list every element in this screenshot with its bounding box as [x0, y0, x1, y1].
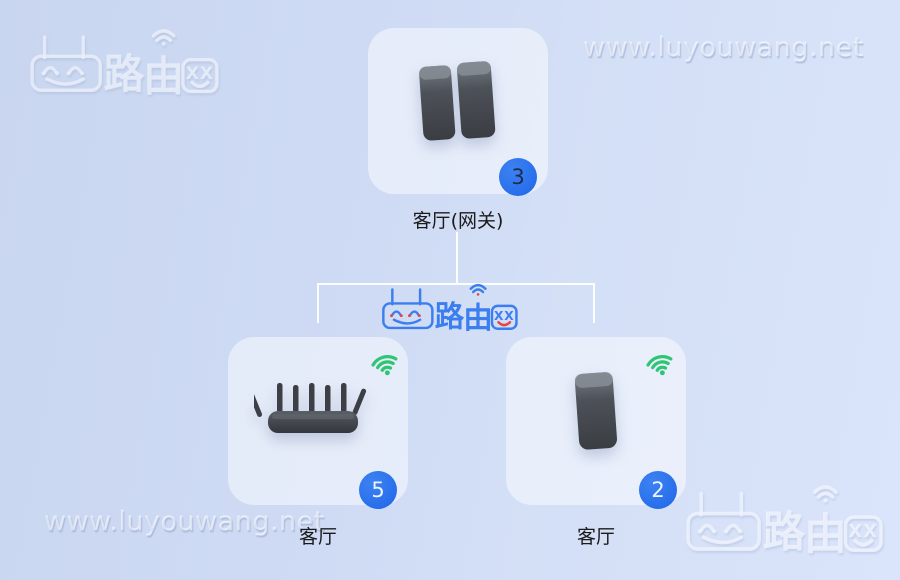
gateway-node-label: 客厅(网关)	[412, 210, 504, 232]
watermark-char-lu: 路	[763, 508, 806, 555]
left-node-device-image	[254, 383, 367, 433]
left-node-label: 客厅	[298, 526, 338, 548]
connector-gateway-down	[456, 232, 458, 283]
right-node-wifi-icon	[646, 355, 673, 376]
watermark-wang-eyes: XX	[848, 522, 878, 542]
right-node-client-count: 2	[651, 477, 665, 502]
logo-wang-eyes: XX	[494, 309, 515, 323]
gateway-client-count: 3	[511, 164, 525, 189]
watermark-char-lu: 路	[104, 50, 145, 96]
connector-branch-horizontal	[317, 283, 595, 285]
connector-drop-right	[593, 283, 595, 323]
gateway-client-count-badge: 3	[499, 158, 537, 196]
watermark-char-you: 由	[804, 510, 847, 555]
watermark-logo-bottom-right: 路 由 XX	[686, 485, 883, 555]
watermark-char-you: 由	[143, 52, 184, 96]
right-node-label: 客厅	[576, 526, 616, 548]
right-node-device-image	[574, 372, 617, 450]
watermark-url-bottom-left: www.luyouwang.net	[44, 506, 325, 537]
logo-char-lu: 路	[435, 299, 465, 332]
connector-drop-left	[317, 283, 319, 323]
right-node-client-count-badge: 2	[639, 471, 677, 509]
left-node-client-count: 5	[371, 477, 385, 502]
watermark-wang-eyes: XX	[186, 64, 214, 84]
logo-char-you: 由	[463, 301, 492, 332]
left-node-wifi-icon	[371, 355, 398, 376]
gateway-device-image	[419, 61, 496, 141]
watermark-url-top-right: www.luyouwang.net	[583, 32, 864, 63]
watermark-logo-top-left: 路 由 XX	[30, 29, 219, 96]
luyouwang-logo: 路 由 XX	[382, 283, 518, 332]
left-node-client-count-badge: 5	[359, 471, 397, 509]
